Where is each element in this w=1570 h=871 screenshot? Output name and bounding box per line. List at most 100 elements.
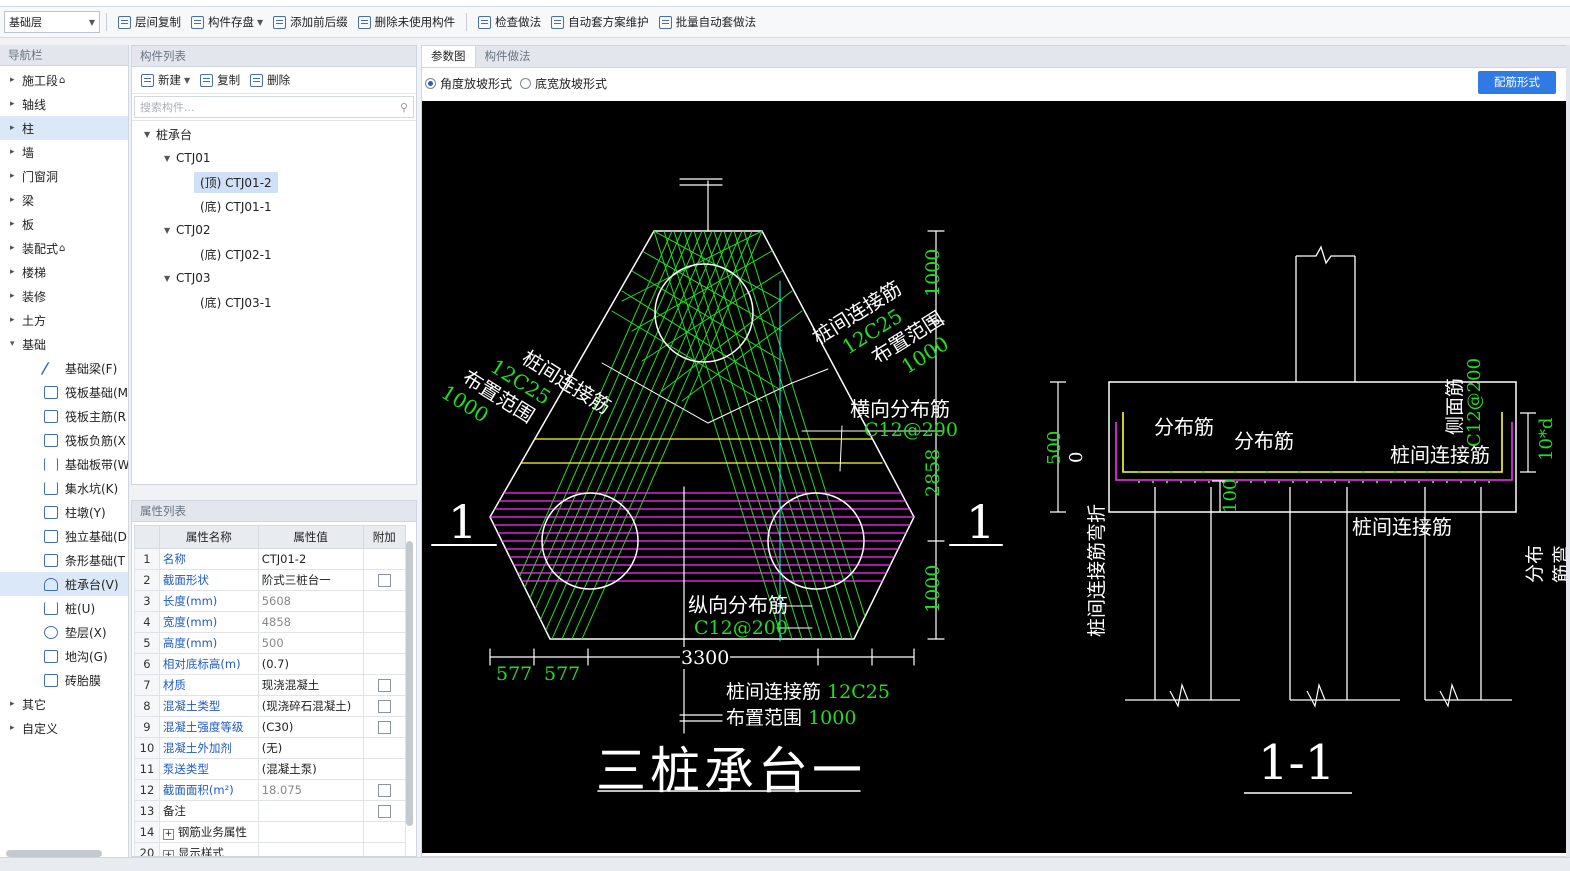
tree-root-pile-cap[interactable]: ▼桩承台: [132, 122, 416, 146]
delete-component-button[interactable]: 删除: [245, 68, 295, 92]
add-prefix-button[interactable]: 添加前后缀: [268, 10, 353, 34]
tree-group-ctj01[interactable]: ▼CTJ01: [132, 146, 416, 170]
tree-group-ctj03[interactable]: ▼CTJ03: [132, 266, 416, 290]
property-row[interactable]: 20+显示样式: [134, 842, 407, 856]
rebar-form-button[interactable]: 配筋形式: [1478, 71, 1556, 94]
nav-sub-raft-neg-rebar[interactable]: 筏板负筋(X: [0, 428, 128, 452]
nav-item-prefab[interactable]: ▸装配式⌂: [0, 236, 128, 260]
hdist-value: C12@200: [864, 419, 958, 441]
delete-unused-button[interactable]: 删除未使用构件: [353, 10, 461, 34]
nav-horizontal-scrollbar[interactable]: [6, 850, 102, 857]
nav-item-column[interactable]: ▸柱: [0, 116, 128, 140]
floor-select[interactable]: 基础层 ▼: [4, 11, 100, 33]
nav-sub-raft[interactable]: 筏板基础(M: [0, 380, 128, 404]
tree-group-ctj02[interactable]: ▼CTJ02: [132, 218, 416, 242]
nav-item-label: 装修: [22, 289, 47, 304]
extra-checkbox[interactable]: [377, 805, 391, 818]
nav-sub-sump[interactable]: 集水坑(K): [0, 476, 128, 500]
extra-checkbox[interactable]: [377, 679, 391, 692]
nav-item-slab[interactable]: ▸板: [0, 212, 128, 236]
nav-sub-raft-main-rebar[interactable]: 筏板主筋(R: [0, 404, 128, 428]
nav-item-earthwork[interactable]: ▸土方: [0, 308, 128, 332]
nav-sub-strip-footing[interactable]: 条形基础(T: [0, 548, 128, 572]
prop-value[interactable]: 500: [257, 632, 364, 654]
floor-copy-button[interactable]: 层间复制: [113, 10, 186, 34]
prop-value[interactable]: (混凝土泵): [257, 758, 364, 780]
nav-item-other[interactable]: ▸其它: [0, 692, 128, 716]
component-search-input[interactable]: 搜索构件... ⚲: [134, 96, 414, 118]
nav-sub-slab-strip[interactable]: 基础板带(W: [0, 452, 128, 476]
tab-parameter-diagram[interactable]: 参数图: [422, 46, 476, 67]
prop-name-expand[interactable]: +钢筋业务属性: [158, 821, 259, 843]
batch-auto-button[interactable]: 批量自动套做法: [654, 10, 762, 34]
nav-sub-cushion[interactable]: 垫层(X): [0, 620, 128, 644]
prop-name-expand[interactable]: +显示样式: [158, 842, 259, 856]
nav-item-foundation[interactable]: ▾基础: [0, 332, 128, 356]
extra-checkbox[interactable]: [377, 574, 391, 587]
panel-splitter[interactable]: [1566, 45, 1570, 857]
nav-sub-brick-mold[interactable]: 砖胎膜: [0, 668, 128, 692]
prop-value[interactable]: (0.7): [257, 653, 364, 675]
prop-value[interactable]: 现浇混凝土: [257, 674, 364, 696]
nav-item-wall[interactable]: ▸墙: [0, 140, 128, 164]
tree-leaf-ctj01-2[interactable]: (顶) CTJ01-2: [194, 171, 278, 193]
plus-icon[interactable]: +: [162, 829, 174, 840]
nav-sub-foundation-beam[interactable]: 基础梁(F): [0, 356, 128, 380]
radio-angle-slope[interactable]: [425, 77, 436, 89]
extra-checkbox[interactable]: [377, 721, 391, 734]
row-num: 11: [134, 758, 160, 780]
plus-icon[interactable]: +: [162, 850, 174, 856]
prop-value[interactable]: 18.075: [257, 779, 364, 801]
copy-component-button[interactable]: 复制: [195, 68, 245, 92]
prop-value[interactable]: 5608: [257, 590, 364, 612]
prop-value[interactable]: (无): [257, 737, 364, 759]
drawing-canvas[interactable]: 三桩承台一 1 1 桩间连接筋 12C25 布置范围 1000 桩间连接筋 12…: [422, 101, 1570, 853]
check-method-button[interactable]: 检查做法: [473, 10, 546, 34]
nav-item-custom[interactable]: ▸自定义: [0, 716, 128, 740]
property-row[interactable]: 14+钢筋业务属性: [134, 821, 407, 843]
prop-value[interactable]: CTJ01-2: [257, 548, 364, 570]
tab-component-method[interactable]: 构件做法: [484, 49, 531, 63]
nav-sub-isolated-footing[interactable]: 独立基础(D: [0, 524, 128, 548]
property-vertical-scrollbar[interactable]: [406, 541, 413, 826]
nav-sub-pier[interactable]: 柱墩(Y): [0, 500, 128, 524]
extra-checkbox[interactable]: [377, 784, 391, 797]
nav-item-door-window[interactable]: ▸门窗洞: [0, 164, 128, 188]
nav-sub-trench[interactable]: 地沟(G): [0, 644, 128, 668]
prop-value[interactable]: 阶式三桩台一: [257, 569, 364, 591]
bottom-conn-label-1: 桩间连接筋: [726, 681, 822, 703]
nav-item-construction-segment[interactable]: ▸施工段⌂: [0, 68, 128, 92]
nav-sub-pile[interactable]: 桩(U): [0, 596, 128, 620]
nav-item-decoration[interactable]: ▸装修: [0, 284, 128, 308]
prop-name: 相对底标高(m): [158, 653, 259, 675]
prop-value[interactable]: 4858: [257, 611, 364, 633]
nav-item-stair[interactable]: ▸楼梯: [0, 260, 128, 284]
save-component-button[interactable]: 构件存盘▼: [186, 10, 268, 34]
prop-value[interactable]: (现浇碎石混凝土): [257, 695, 364, 717]
auto-scheme-button[interactable]: 自动套方案维护: [546, 10, 654, 34]
prop-value[interactable]: [257, 800, 364, 822]
tree-leaf-ctj03-1[interactable]: (底) CTJ03-1: [200, 295, 272, 310]
tree-leaf-ctj01-1[interactable]: (底) CTJ01-1: [200, 199, 272, 214]
nav-sub-pile-cap[interactable]: 桩承台(V): [0, 572, 128, 596]
nav-item-beam[interactable]: ▸梁: [0, 188, 128, 212]
nav-item-axis[interactable]: ▸轴线: [0, 92, 128, 116]
extra-checkbox[interactable]: [377, 700, 391, 713]
radio-width-slope[interactable]: [520, 77, 532, 89]
tree-leaf-ctj02-1[interactable]: (底) CTJ02-1: [200, 247, 272, 262]
new-component-button[interactable]: 新建▼: [136, 68, 195, 92]
prop-value[interactable]: (C30): [257, 716, 364, 738]
